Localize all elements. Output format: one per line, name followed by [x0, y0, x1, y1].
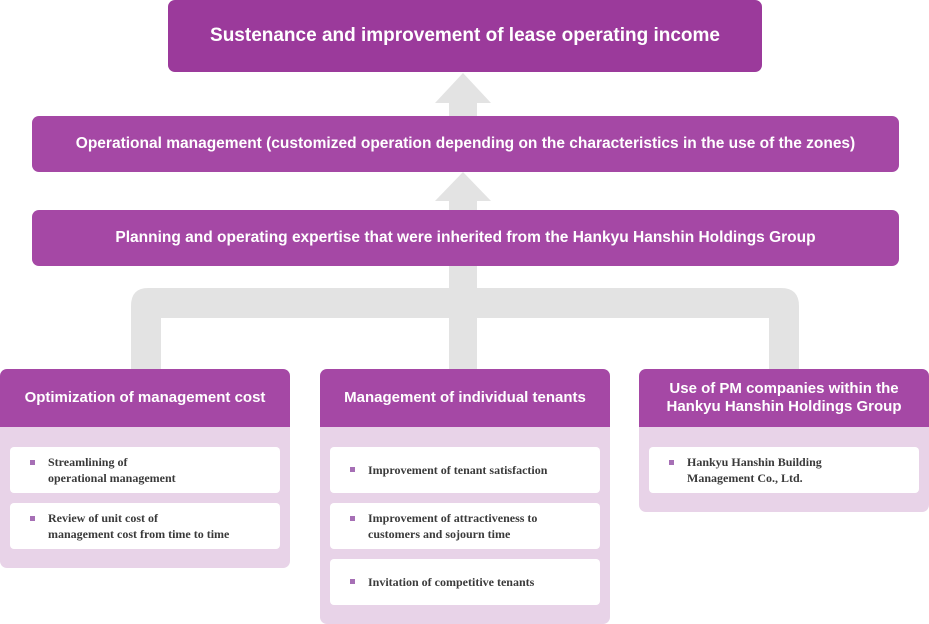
column-panel: Streamlining of operational management R… — [0, 427, 290, 568]
column-title: Management of individual tenants — [320, 369, 610, 427]
column-title: Optimization of management cost — [0, 369, 290, 427]
list-item: Review of unit cost of management cost f… — [10, 503, 280, 549]
bullet-icon — [350, 467, 355, 472]
list-item: Streamlining of operational management — [10, 447, 280, 493]
list-item-text: Hankyu Hanshin Building Management Co., … — [687, 455, 822, 485]
column-panel: Hankyu Hanshin Building Management Co., … — [639, 427, 929, 512]
bullet-icon — [30, 516, 35, 521]
list-item: Improvement of tenant satisfaction — [330, 447, 600, 493]
column-pm-companies: Use of PM companies within the Hankyu Ha… — [639, 369, 929, 512]
list-item-text: Improvement of tenant satisfaction — [368, 463, 548, 477]
bullet-icon — [350, 516, 355, 521]
list-item-text: Improvement of attractiveness to custome… — [368, 511, 538, 541]
list-item: Hankyu Hanshin Building Management Co., … — [649, 447, 919, 493]
goal-banner: Sustenance and improvement of lease oper… — [168, 0, 762, 72]
bullet-icon — [350, 579, 355, 584]
branch-connector — [131, 288, 799, 430]
list-item-text: Invitation of competitive tenants — [368, 575, 535, 589]
list-item: Improvement of attractiveness to custome… — [330, 503, 600, 549]
bullet-icon — [30, 460, 35, 465]
arrow-up-goal — [435, 73, 491, 116]
list-item-text: Streamlining of operational management — [48, 455, 176, 485]
list-item: Invitation of competitive tenants — [330, 559, 600, 605]
planning-expertise-bar: Planning and operating expertise that we… — [32, 210, 899, 266]
stem-planning — [449, 266, 477, 290]
column-panel: Improvement of tenant satisfaction Impro… — [320, 427, 610, 624]
bullet-icon — [669, 460, 674, 465]
list-item-text: Review of unit cost of management cost f… — [48, 511, 230, 541]
operational-management-bar: Operational management (customized opera… — [32, 116, 899, 172]
column-cost-optimization: Optimization of management cost Streamli… — [0, 369, 290, 568]
arrow-up-ops — [435, 172, 491, 210]
column-title: Use of PM companies within the Hankyu Ha… — [639, 369, 929, 427]
column-tenant-management: Management of individual tenants Improve… — [320, 369, 610, 624]
